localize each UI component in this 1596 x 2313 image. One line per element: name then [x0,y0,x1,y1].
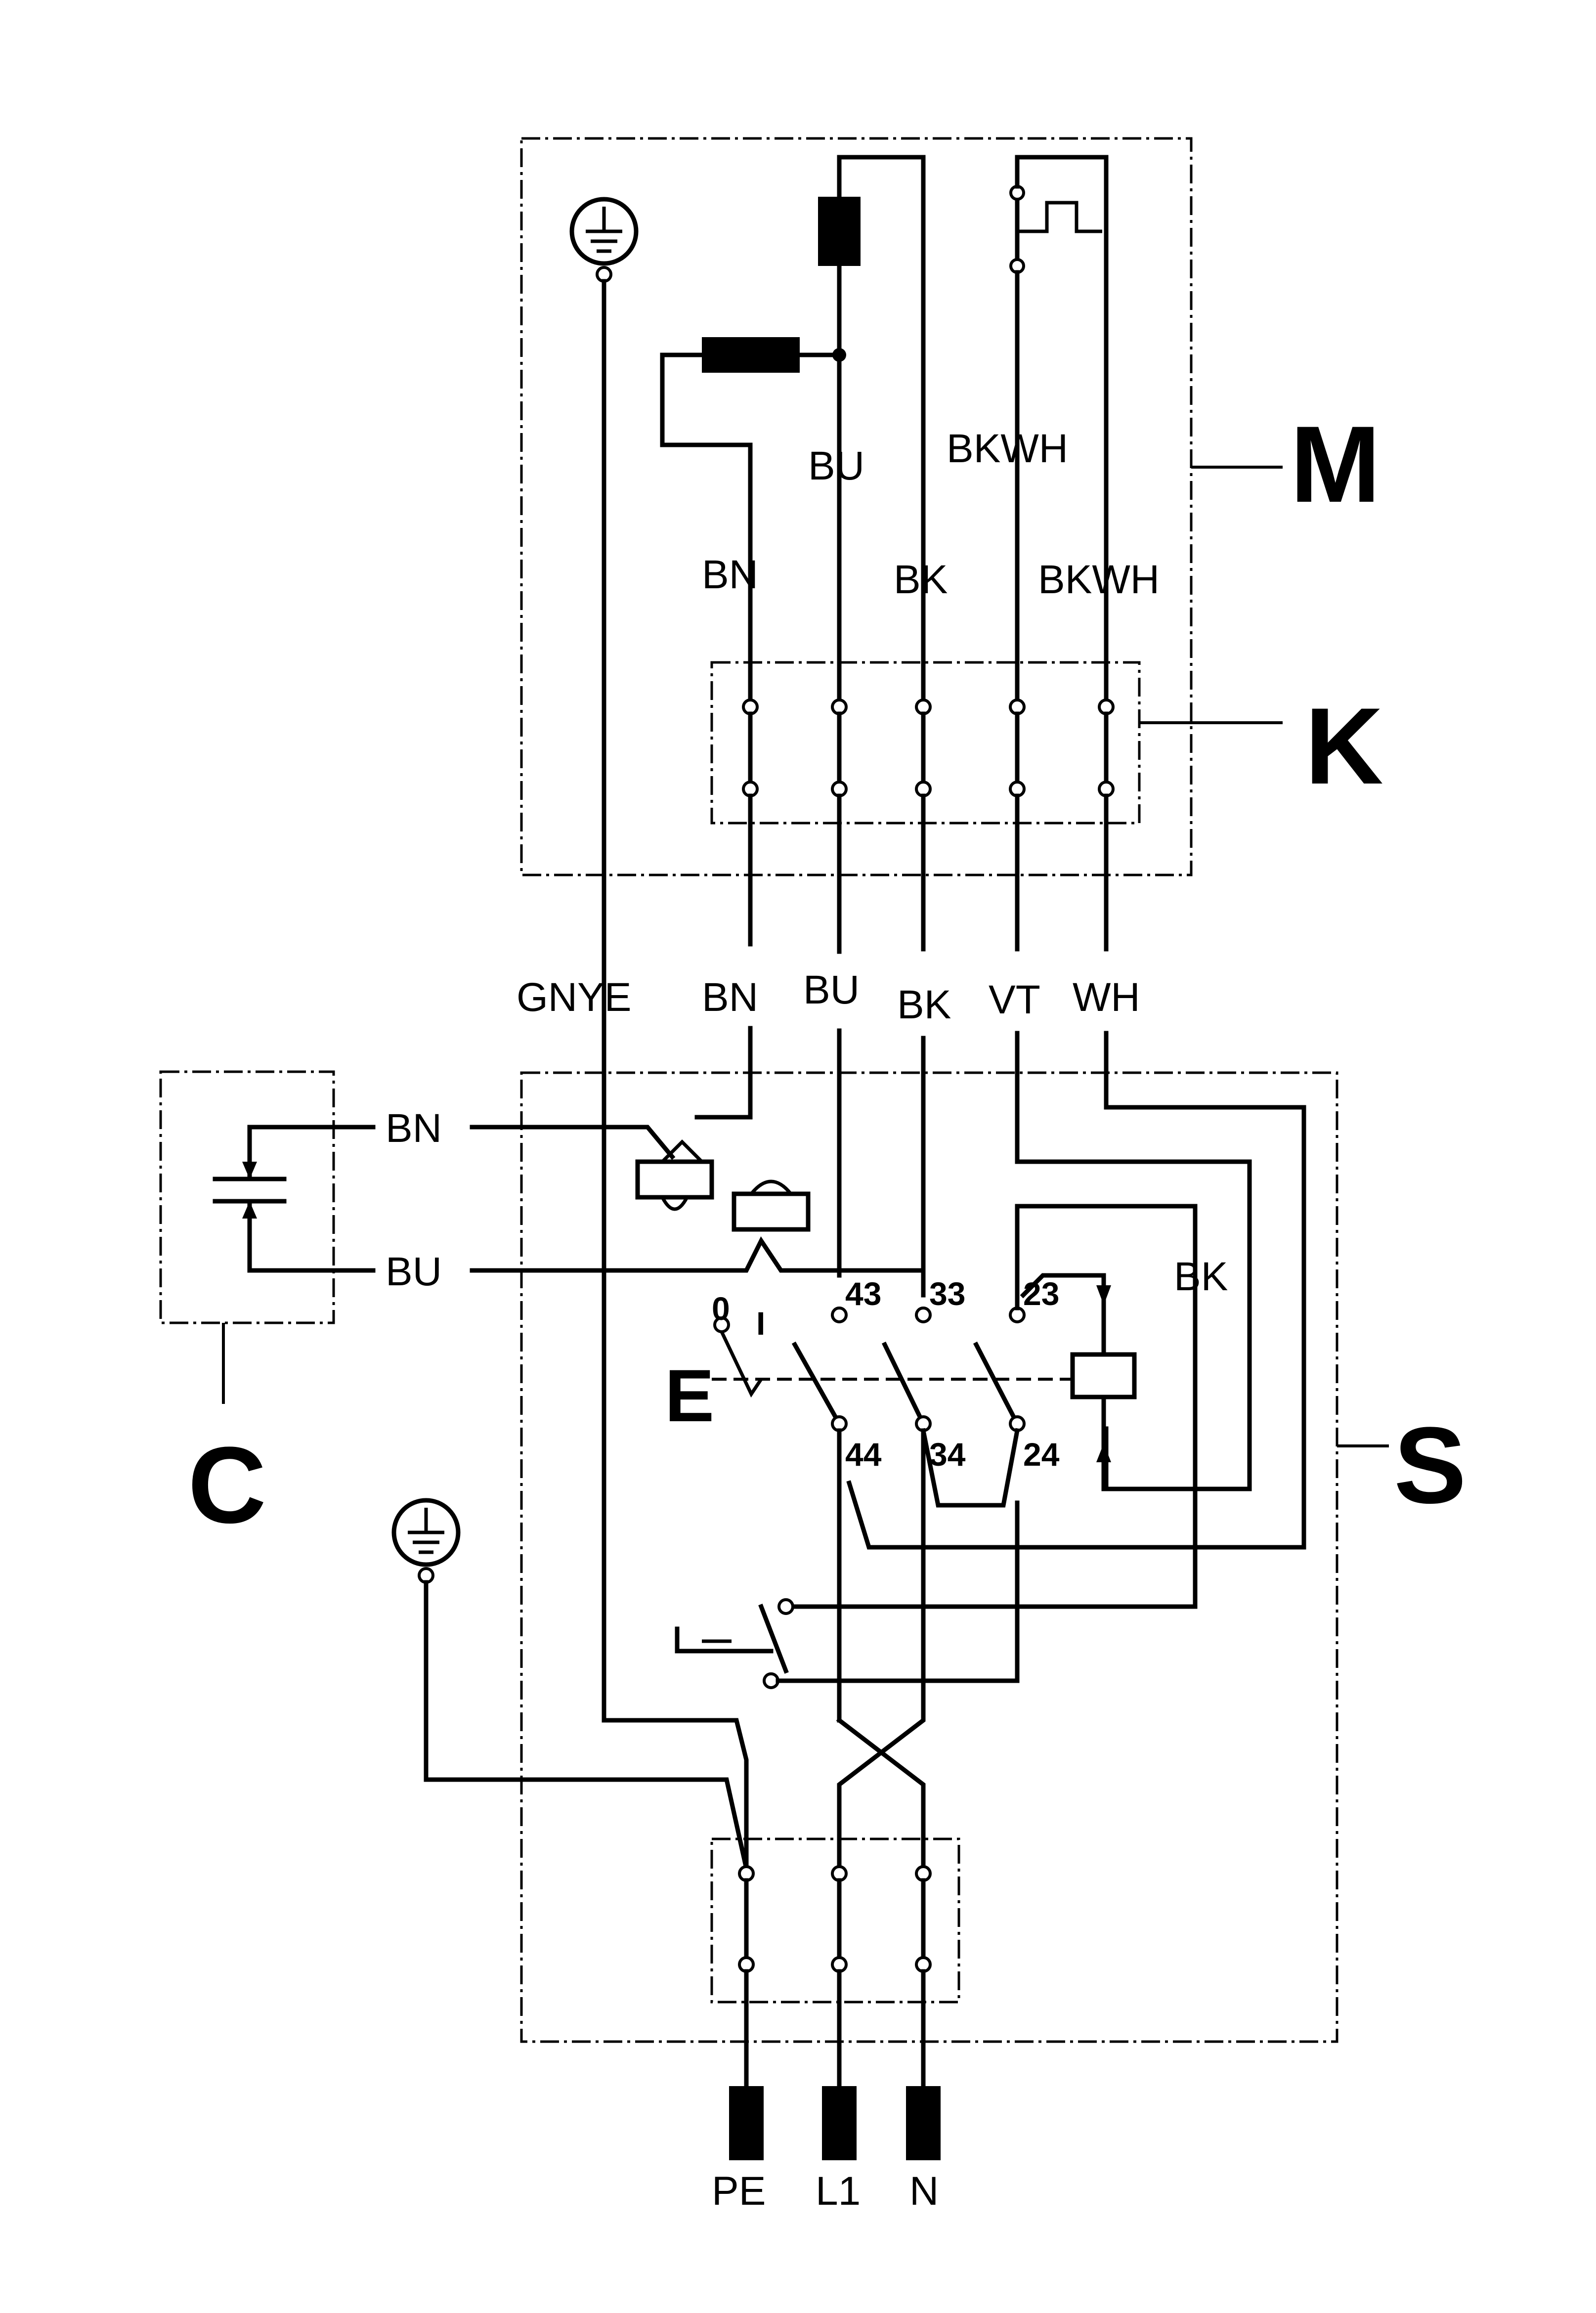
capacitor-bn-label: BN [386,1106,442,1151]
holding-coil-icon [1020,1273,1137,1491]
switch-enclosure [520,1071,1338,2043]
l1-label: L1 [816,2169,861,2214]
svg-text:23: 23 [1023,1275,1059,1312]
mains-terminal-pe [738,1865,755,1973]
svg-text:I: I [756,1305,765,1342]
contact-23-24: 23 24 [973,1275,1060,1473]
cable-bu-label: BU [803,967,860,1012]
contact-43-44: 43 44 [791,1275,882,1473]
bn-cable-wire [694,793,753,1120]
cable-gnye-label: GNYE [517,975,631,1020]
capacitor-bu-wire [470,1236,926,1298]
contact-23-coil-wire [1015,1204,1198,1377]
motor-enclosure [520,137,1193,876]
terminal-block-label: K [1305,685,1383,807]
pe-label: PE [712,2169,766,2214]
capacitor-bn-wire [470,1125,676,1160]
mains-terminal-n [915,1865,932,1973]
l1-crossover-wire [836,1717,926,1871]
start-relay-contact-b [732,1179,811,1232]
bkwh-lower-wire [1015,155,1109,709]
terminal-k4 [1009,698,1026,797]
motor-bu-label: BU [808,443,864,488]
svg-text:44: 44 [845,1436,882,1473]
bridge-34-24-wire [920,1428,1020,1508]
contact-33-34: 33 34 [881,1275,966,1473]
capacitor-bu-label: BU [386,1249,442,1294]
off-on-indicator-icon: 0 I [712,1290,765,1398]
n-plug-pin [906,2086,941,2160]
cable-bk-label: BK [897,982,951,1027]
stop-button-icon [675,1598,794,1689]
mains-terminal-l1 [831,1865,848,1973]
capacitor-enclosure [159,1070,335,1324]
svg-text:0: 0 [712,1290,730,1327]
bk-motor-wire [837,155,926,709]
start-relay-contact-a [635,1139,714,1211]
terminal-k1 [742,698,759,797]
motor-bn-label: BN [702,552,758,597]
n-crossover-wire [837,1428,926,1871]
capacitor-label: C [188,1424,266,1546]
mains-terminal-frame [710,1837,960,2004]
switch-bk-label: BK [1174,1254,1228,1299]
switch-earth-wire [424,1580,749,1872]
wh-cable-wire [846,793,1306,1550]
svg-text:33: 33 [929,1275,965,1312]
svg-text:34: 34 [929,1436,966,1473]
n-label: N [909,2169,939,2214]
bn-motor-wire [660,352,753,709]
pe-plug-pin [729,2086,764,2160]
capacitor-icon [213,1125,376,1273]
svg-text:43: 43 [845,1275,881,1312]
motor-bkwh-upper-label: BKWH [947,426,1068,471]
switch-earth-icon [391,1498,461,1584]
gnye-wire [602,279,749,1871]
cable-vt-label: VT [989,977,1040,1022]
l1-plug-pin [822,2086,857,2160]
motor-label: M [1290,403,1380,525]
cable-wh-label: WH [1073,975,1140,1020]
terminal-k2 [831,698,848,797]
cable-bn-label: BN [702,975,758,1020]
switch-e-label: E [665,1354,714,1437]
main-winding [818,197,861,266]
motor-bk-label: BK [894,557,948,602]
terminal-k5 [1098,698,1115,797]
motor-earth-icon [569,197,639,283]
terminal-k3 [915,698,932,797]
auxiliary-winding [702,337,800,373]
stop-button-vt-wire [776,1500,1020,1683]
svg-text:24: 24 [1023,1436,1060,1473]
terminal-block-k [742,698,1115,797]
vt-cable-wire [1015,793,1252,1491]
thermal-protector-icon [1009,185,1102,274]
motor-bkwh-lower-label: BKWH [1038,557,1160,602]
switch-unit-label: S [1394,1404,1467,1526]
